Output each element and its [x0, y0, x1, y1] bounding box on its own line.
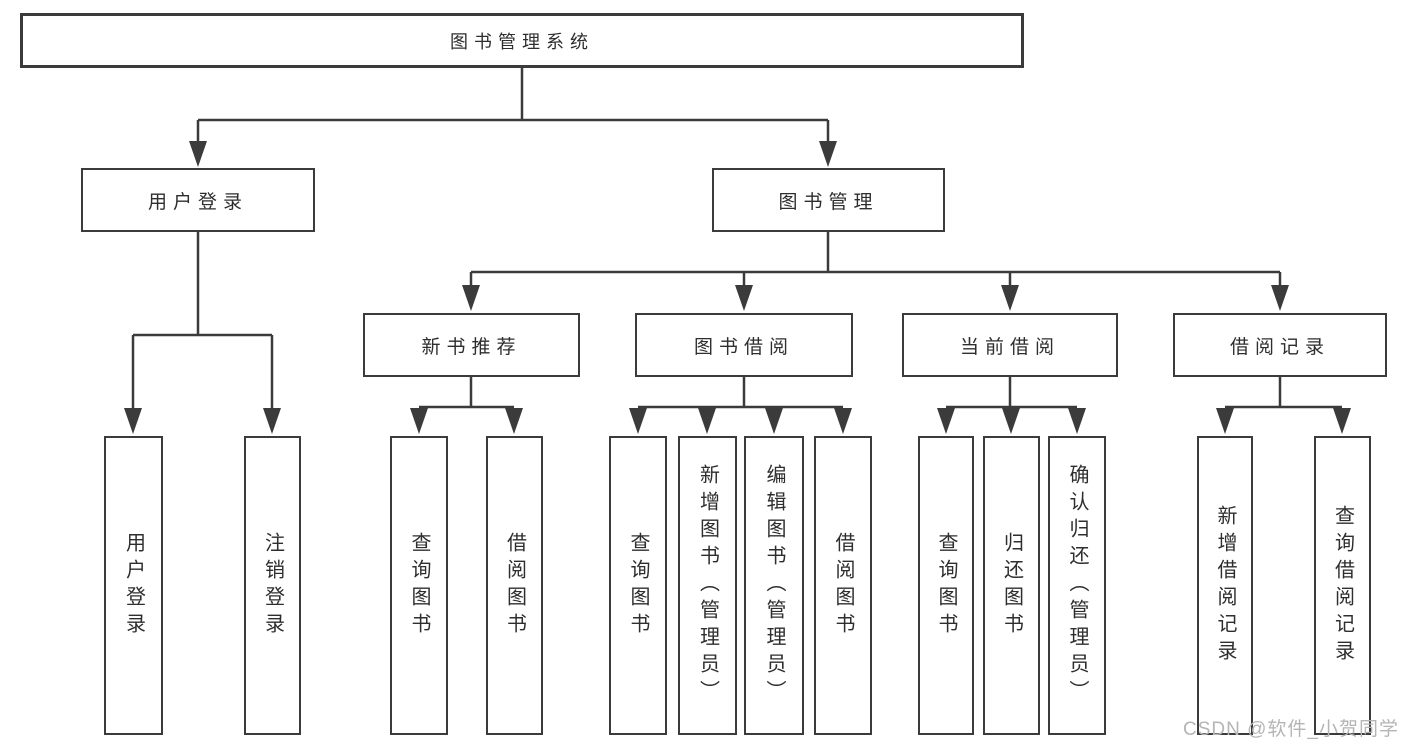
leaf-confirm-return-admin: 确认归还（管理员）	[1048, 436, 1106, 735]
leaf-search-book-borrowing: 查询图书	[609, 436, 667, 735]
leaf-borrow-book-label: 借阅图书	[832, 531, 854, 640]
leaf-add-borrow-record: 新增借阅记录	[1197, 436, 1253, 735]
leaf-borrow-book: 借阅图书	[814, 436, 872, 735]
node-user-login-label: 用户登录	[147, 191, 248, 213]
leaf-search-book-recommend-label: 查询图书	[408, 531, 430, 640]
leaf-search-borrow-record: 查询借阅记录	[1314, 436, 1371, 735]
leaf-user-login-label: 用户登录	[122, 531, 145, 640]
leaf-search-book-current: 查询图书	[918, 436, 974, 735]
node-current-borrowing-label: 当前借阅	[959, 336, 1060, 358]
leaf-search-book-borrowing-label: 查询图书	[627, 531, 649, 640]
node-book-management-label: 图书管理	[778, 191, 879, 213]
leaf-confirm-return-admin-label: 确认归还（管理员）	[1066, 464, 1088, 707]
node-book-borrowing: 图书借阅	[635, 313, 853, 377]
leaf-add-borrow-record-label: 新增借阅记录	[1214, 504, 1236, 667]
leaf-search-book-recommend: 查询图书	[390, 436, 448, 735]
leaf-edit-book-admin: 编辑图书（管理员）	[744, 436, 804, 735]
watermark-text: CSDN @软件_小贺同学	[1183, 719, 1399, 740]
leaf-search-borrow-record-label: 查询借阅记录	[1331, 504, 1354, 667]
leaf-add-book-admin-label: 新增图书（管理员）	[696, 464, 719, 707]
leaf-add-book-admin: 新增图书（管理员）	[678, 436, 737, 735]
node-user-login: 用户登录	[81, 168, 315, 232]
node-borrow-records-label: 借阅记录	[1229, 336, 1330, 358]
node-new-book-recommend-label: 新书推荐	[421, 336, 522, 358]
leaf-logout-label: 注销登录	[261, 531, 284, 640]
node-new-book-recommend: 新书推荐	[363, 313, 580, 377]
leaf-search-book-current-label: 查询图书	[935, 531, 957, 640]
node-book-borrowing-label: 图书借阅	[693, 336, 794, 358]
root-node-label: 图书管理系统	[450, 31, 594, 52]
node-book-management: 图书管理	[712, 168, 945, 232]
leaf-user-login: 用户登录	[104, 436, 163, 735]
node-current-borrowing: 当前借阅	[902, 313, 1118, 377]
node-borrow-records: 借阅记录	[1173, 313, 1387, 377]
leaf-borrow-book-recommend: 借阅图书	[486, 436, 543, 735]
leaf-logout: 注销登录	[244, 436, 301, 735]
leaf-return-book-label: 归还图书	[1000, 531, 1023, 640]
leaf-borrow-book-recommend-label: 借阅图书	[503, 531, 526, 640]
root-node-system: 图书管理系统	[20, 13, 1024, 68]
leaf-edit-book-admin-label: 编辑图书（管理员）	[763, 464, 785, 707]
leaf-return-book: 归还图书	[983, 436, 1040, 735]
